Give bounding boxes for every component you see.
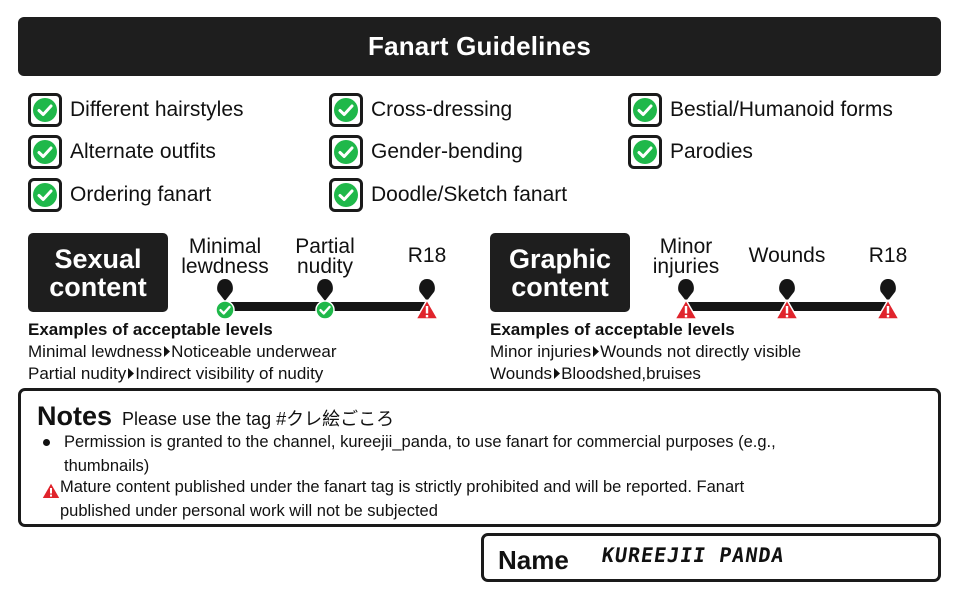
allowed-item-label: Gender-bending bbox=[371, 140, 523, 163]
right-arrow-icon bbox=[164, 346, 171, 357]
sexual-level-label: Partial nudity bbox=[295, 235, 355, 278]
check-circle-icon bbox=[214, 299, 236, 321]
graphic-examples: Examples of acceptable levels Minor inju… bbox=[490, 319, 801, 385]
sexual-examples: Examples of acceptable levels Minimal le… bbox=[28, 319, 337, 385]
check-icon bbox=[28, 178, 62, 212]
allowed-item-label: Different hairstyles bbox=[70, 98, 244, 121]
note-warning-line: published under personal work will not b… bbox=[60, 502, 438, 520]
sexual-level-label: R18 bbox=[407, 244, 447, 267]
sexual-content-tag: Sexual content bbox=[28, 233, 168, 312]
check-icon bbox=[28, 135, 62, 169]
graphic-level-label: Minor injuries bbox=[652, 235, 720, 278]
note-bullet-line: thumbnails) bbox=[64, 457, 150, 475]
check-icon bbox=[329, 93, 363, 127]
check-icon bbox=[628, 93, 662, 127]
allowed-item-label: Ordering fanart bbox=[70, 183, 212, 206]
allowed-item: Cross-dressing bbox=[329, 92, 512, 128]
map-pin-icon bbox=[419, 279, 435, 301]
name-value: KUREEJII PANDA bbox=[600, 543, 787, 567]
allowed-item: Gender-bending bbox=[329, 134, 523, 170]
note-warning-line: Mature content published under the fanar… bbox=[60, 478, 745, 496]
graphic-level-label: Wounds bbox=[748, 244, 826, 267]
allowed-item-label: Parodies bbox=[670, 140, 753, 163]
warning-triangle-icon bbox=[876, 299, 900, 320]
allowed-item: Alternate outfits bbox=[28, 134, 216, 170]
warning-triangle-icon bbox=[42, 483, 60, 498]
notes-header: Notes Please use the tag #クレ絵ごころ bbox=[37, 401, 394, 432]
graphic-level-label: R18 bbox=[868, 244, 908, 267]
allowed-item: Different hairstyles bbox=[28, 92, 244, 128]
check-icon bbox=[628, 135, 662, 169]
allowed-item: Doodle/Sketch fanart bbox=[329, 177, 567, 213]
map-pin-icon bbox=[317, 279, 333, 301]
check-icon bbox=[28, 93, 62, 127]
check-icon bbox=[329, 135, 363, 169]
name-label: Name bbox=[498, 545, 569, 575]
header-banner: Fanart Guidelines bbox=[18, 17, 941, 76]
allowed-item-label: Bestial/Humanoid forms bbox=[670, 98, 893, 121]
map-pin-icon bbox=[678, 279, 694, 301]
allowed-item-label: Alternate outfits bbox=[70, 140, 216, 163]
graphic-scale-bar bbox=[686, 302, 889, 311]
allowed-item: Ordering fanart bbox=[28, 177, 211, 213]
check-circle-icon bbox=[314, 299, 336, 321]
allowed-item: Parodies bbox=[628, 134, 753, 170]
allowed-item: Bestial/Humanoid forms bbox=[628, 92, 893, 128]
bullet-icon bbox=[43, 439, 50, 446]
map-pin-icon bbox=[217, 279, 233, 301]
allowed-item-label: Doodle/Sketch fanart bbox=[371, 183, 568, 206]
check-icon bbox=[329, 178, 363, 212]
notes-tag-text: Please use the tag #クレ絵ごころ bbox=[122, 409, 395, 429]
right-arrow-icon bbox=[128, 368, 135, 379]
notes-panel: Notes Please use the tag #クレ絵ごころ Permiss… bbox=[18, 388, 941, 527]
warning-triangle-icon bbox=[415, 299, 439, 320]
examples-title: Examples of acceptable levels bbox=[490, 320, 735, 339]
graphic-content-tag: Graphic content bbox=[490, 233, 630, 312]
allowed-item-label: Cross-dressing bbox=[371, 98, 513, 121]
notes-title: Notes bbox=[37, 401, 113, 431]
map-pin-icon bbox=[779, 279, 795, 301]
name-box: Name KUREEJII PANDA bbox=[481, 533, 941, 582]
map-pin-icon bbox=[880, 279, 896, 301]
sexual-level-label: Minimal lewdness bbox=[181, 235, 269, 278]
warning-triangle-icon bbox=[775, 299, 799, 320]
right-arrow-icon bbox=[593, 346, 600, 357]
note-bullet-line: Permission is granted to the channel, ku… bbox=[64, 433, 776, 451]
page-title: Fanart Guidelines bbox=[367, 31, 591, 61]
right-arrow-icon bbox=[554, 368, 561, 379]
warning-triangle-icon bbox=[674, 299, 698, 320]
examples-title: Examples of acceptable levels bbox=[28, 320, 273, 339]
sexual-scale-bar bbox=[225, 302, 428, 311]
